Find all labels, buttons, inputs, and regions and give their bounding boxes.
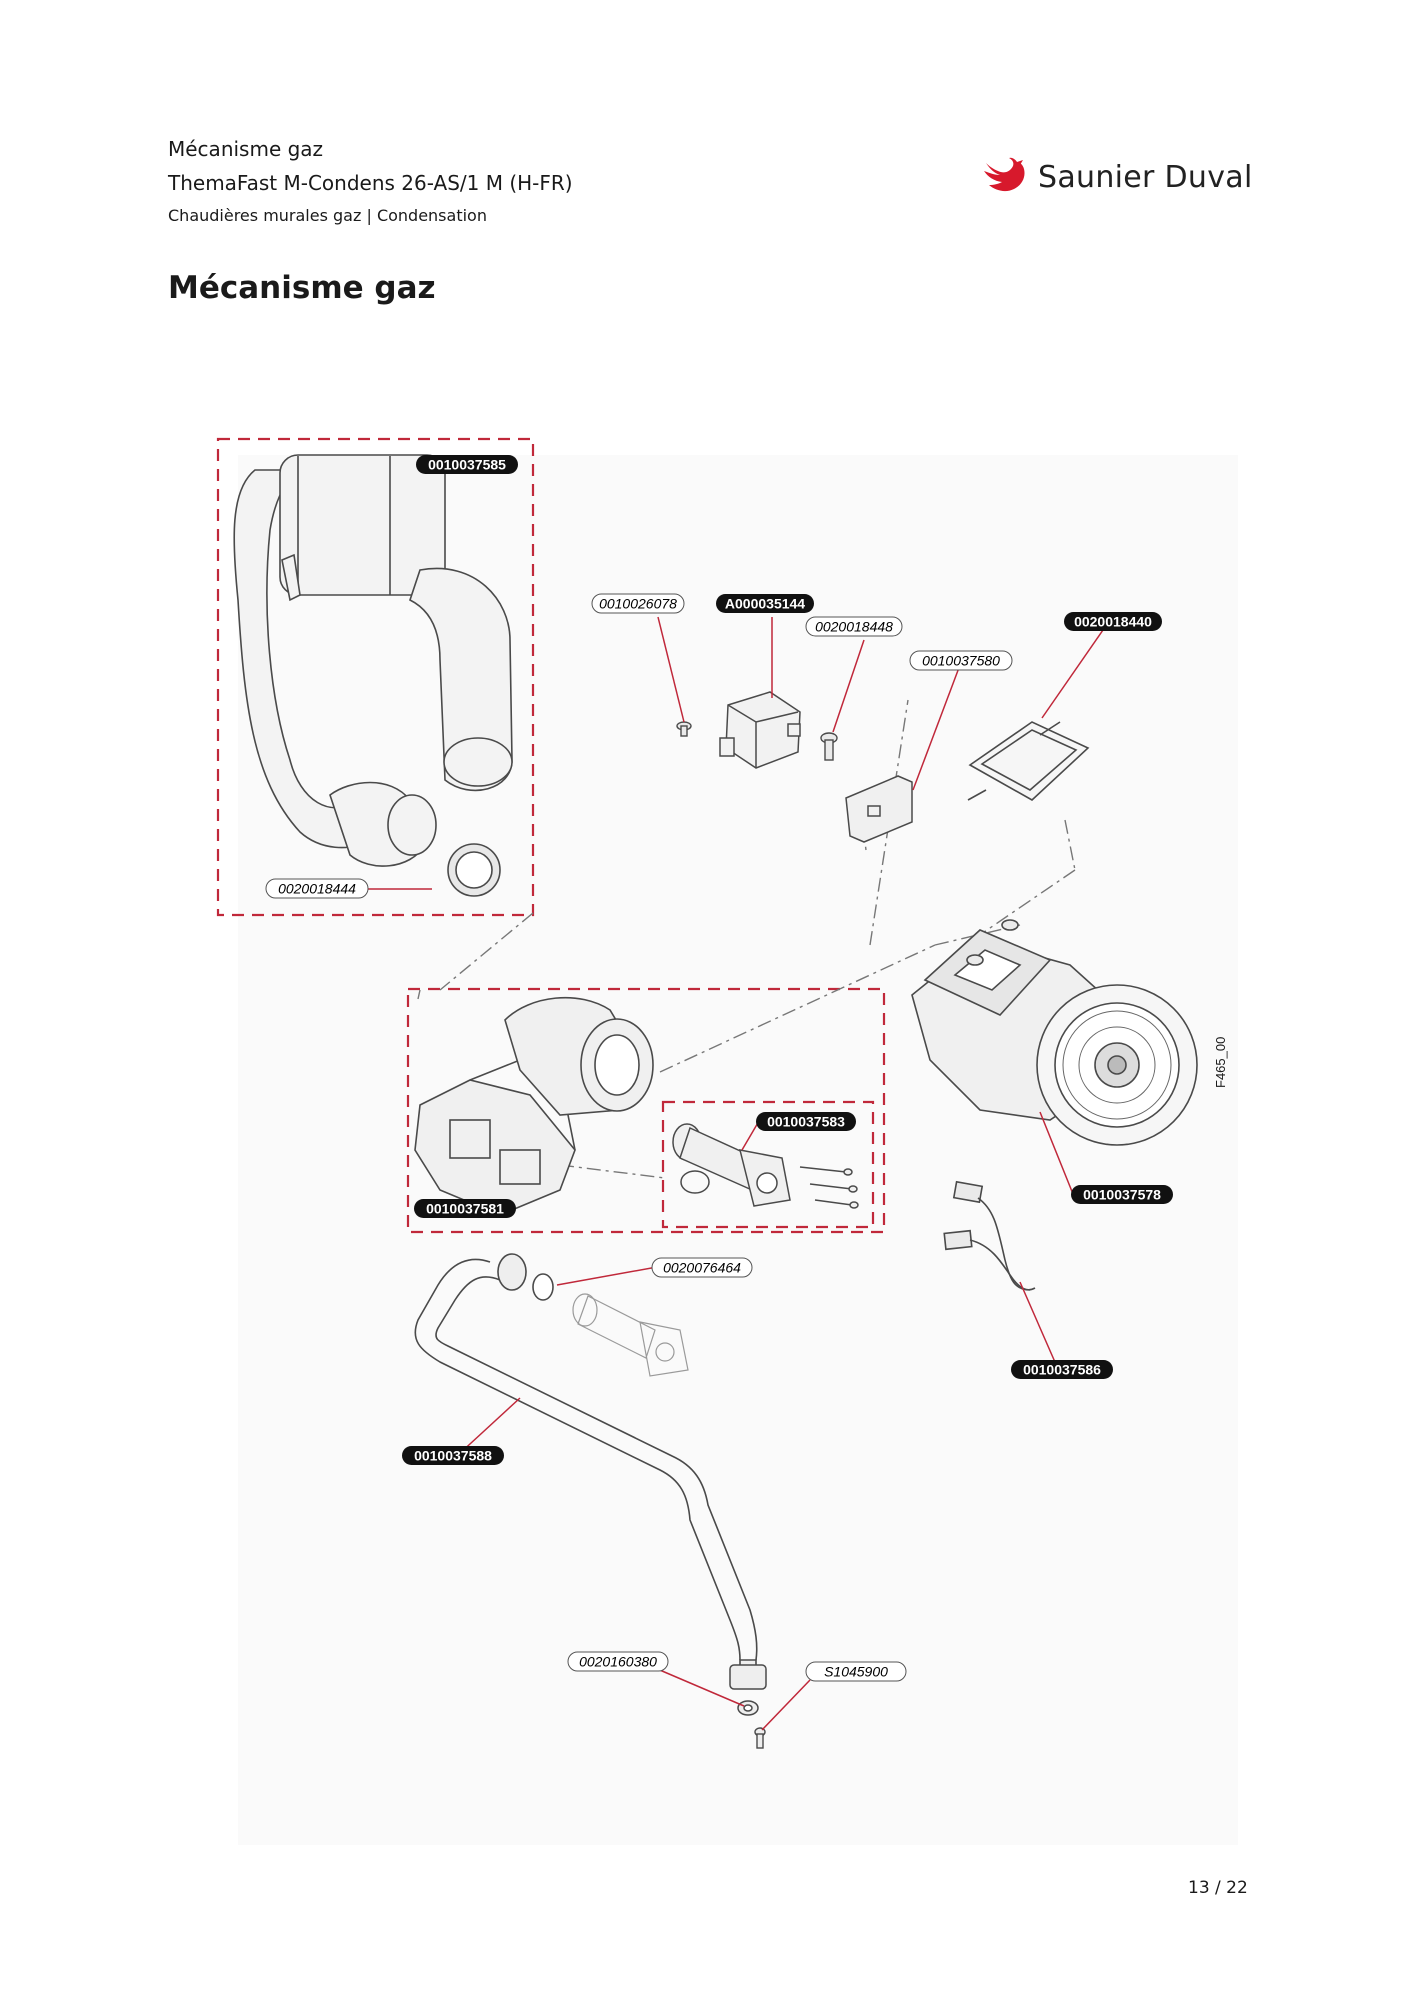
part-label-pill (567, 1651, 669, 1672)
part-label-pill (756, 1112, 856, 1131)
header-model: ThemaFast M-Condens 26-AS/1 M (H-FR) (168, 171, 573, 195)
part-number-text: S1045900 (824, 1664, 888, 1680)
assembly-line (417, 989, 421, 1000)
part-label-pill (1011, 1360, 1113, 1379)
page-number: 13 / 22 (1188, 1878, 1248, 1898)
part-label-0020018440: 0020018440 (1064, 612, 1162, 631)
brand-name: Saunier Duval (1038, 159, 1253, 195)
venturi-drawing (672, 1123, 859, 1209)
assembly-line (1064, 819, 1076, 871)
callout-leader (457, 1397, 521, 1456)
part-number-text: 0010037588 (414, 1448, 492, 1464)
wiring-harness-drawing (943, 1180, 1036, 1291)
part-label-0010037586: 0010037586 (1011, 1360, 1113, 1379)
header-section: Mécanisme gaz (168, 137, 324, 161)
part-number-text: 0010026078 (599, 596, 677, 612)
ghost-venturi-drawing (572, 1293, 689, 1377)
part-number-text: A000035144 (725, 596, 805, 612)
bottom-screw-drawing (754, 1727, 766, 1749)
part-label-0010037581: 0010037581 (414, 1199, 516, 1218)
part-number-text: 0020076464 (663, 1260, 741, 1276)
callout-leader (832, 639, 865, 733)
callout-leader (1039, 1111, 1074, 1195)
part-number-text: 0010037583 (767, 1114, 845, 1130)
part-label-pill (414, 1199, 516, 1218)
part-label-pill (591, 593, 685, 614)
page-title: Mécanisme gaz (168, 270, 436, 306)
callout-leader (912, 664, 961, 791)
callout-leader (657, 616, 685, 723)
part-number-text: 0010037580 (922, 653, 1000, 669)
part-label-pill (909, 650, 1013, 671)
part-number-text: 0010037578 (1083, 1187, 1161, 1203)
callout-leader (556, 1266, 658, 1286)
part-label-0010026078: 0010026078 (591, 593, 685, 614)
part-number-text: 0020018440 (1074, 614, 1152, 630)
gasket-drawing (967, 721, 1090, 801)
part-label-pill (416, 455, 518, 474)
callout-leader (741, 1120, 760, 1151)
part-label-0010037585: 0010037585 (416, 455, 518, 474)
part-number-text: 0020018448 (815, 619, 893, 635)
header-category: Chaudières murales gaz | Condensation (168, 206, 487, 225)
part-number-text: 0010037586 (1023, 1362, 1101, 1378)
part-label-0020018448: 0020018448 (805, 616, 903, 637)
part-label-0020076464: 0020076464 (651, 1257, 753, 1278)
part-label-0020160380: 0020160380 (567, 1651, 669, 1672)
ignition-transformer-drawing (719, 691, 801, 769)
fan-drawing (911, 919, 1198, 1146)
part-label-a000035144: A000035144 (716, 594, 814, 613)
part-label-0020018444: 0020018444 (265, 878, 369, 899)
part-label-0010037578: 0010037578 (1071, 1185, 1173, 1204)
callout-leader (761, 1679, 811, 1731)
callout-leader (1019, 1281, 1059, 1370)
part-label-0010037580: 0010037580 (909, 650, 1013, 671)
part-label-pill (805, 1661, 907, 1682)
figure-code: F465_00 (1213, 1036, 1228, 1088)
assembly-line (659, 944, 936, 1073)
part-label-s1045900: S1045900 (805, 1661, 907, 1682)
part-number-text: 0010037585 (428, 457, 506, 473)
brand-logo: Saunier Duval (980, 155, 1253, 199)
part-number-text: 0020018444 (278, 881, 356, 897)
bird-logo-icon (984, 157, 1025, 192)
part-number-text: 0010037581 (426, 1201, 504, 1217)
bracket-drawing (845, 775, 913, 843)
assembly-line (439, 912, 534, 991)
burner-assembly-drawing (233, 454, 513, 897)
part-label-pill (265, 878, 369, 899)
fixing-screw-drawing (820, 732, 838, 761)
pipe-fitting-drawing (729, 1664, 767, 1716)
part-number-text: 0020160380 (579, 1654, 657, 1670)
part-label-pill (805, 616, 903, 637)
part-label-pill (716, 594, 814, 613)
part-label-0010037588: 0010037588 (402, 1446, 504, 1465)
part-label-pill (1064, 612, 1162, 631)
part-label-pill (1071, 1185, 1173, 1204)
callout-leader (1041, 629, 1104, 719)
assembly-line (559, 1164, 666, 1179)
burner-group-box (216, 437, 535, 917)
venturi-group-box (661, 1100, 875, 1229)
part-label-pill (651, 1257, 753, 1278)
part-label-0010037583: 0010037583 (756, 1112, 856, 1131)
gas-valve-drawing (414, 996, 654, 1216)
part-label-pill (402, 1446, 504, 1465)
